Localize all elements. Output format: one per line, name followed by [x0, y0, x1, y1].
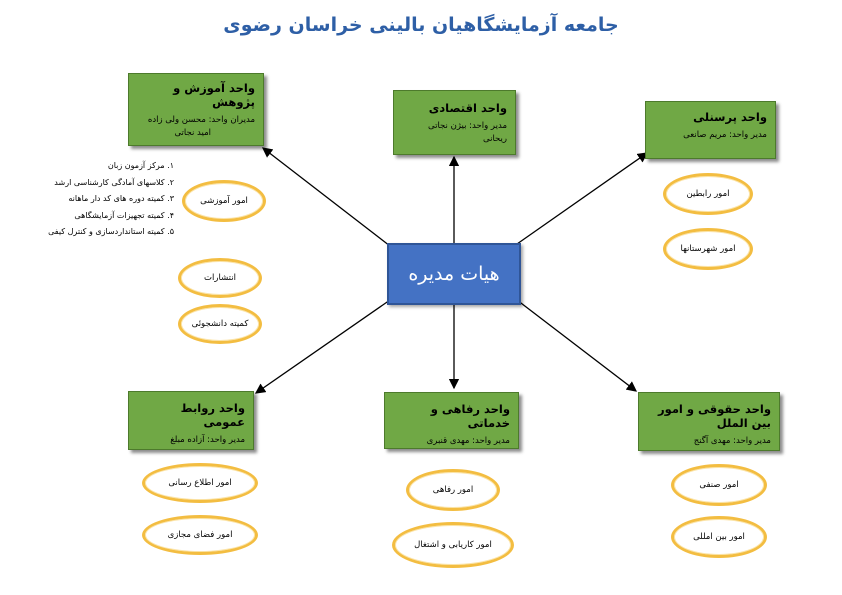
oval-virtual: امور فضای مجازی [142, 515, 258, 555]
unit-welfare-box: واحد رفاهی و خدماتی مدیر واحد: مهدی قنبر… [384, 392, 519, 449]
unit-title: واحد پرسنلی [693, 110, 767, 124]
unit-education-box: واحد آموزش و پژوهش مدیران واحد: محسن ولی… [128, 73, 264, 146]
arrow-to-personnel [516, 152, 649, 245]
unit-manager: مدیر واحد: مریم صانعی [683, 130, 767, 140]
oval-info: امور اطلاع رسانی [142, 463, 258, 503]
unit-pr-box: واحد روابط عمومی مدیر واحد: آزاده مبلغ [128, 391, 254, 450]
list-item: ۵. کمیته استانداردسازی و کنترل کیفی [48, 227, 174, 236]
unit-manager: مدیر واحد: بیژن نجاتی ریحانی [428, 121, 507, 144]
oval-student-committee: کمیته دانشجوئی [178, 304, 262, 344]
arrow-to-pr [254, 299, 391, 394]
unit-manager: مدیر واحد: آزاده مبلغ [170, 435, 245, 445]
arrow-to-legal [516, 299, 638, 392]
list-item: ۳. کمیته دوره های کد دار ماهانه [68, 194, 174, 203]
oval-employment: امور کاریابی و اشتغال [392, 522, 514, 568]
unit-title: واحد اقتصادی [428, 101, 507, 115]
board-of-directors-box: هیات مدیره [387, 243, 521, 305]
list-item: ۱. مرکز آزمون زبان [107, 161, 174, 170]
oval-publications: انتشارات [178, 258, 262, 298]
oval-international: امور بین امللی [671, 516, 767, 558]
unit-manager: مدیران واحد: محسن ولی زاده [147, 115, 255, 125]
unit-title: واحد رفاهی و خدماتی [430, 402, 510, 430]
unit-manager-2: امید نجاتی [174, 128, 211, 138]
unit-manager: مدیر واحد: مهدی آگنج [693, 436, 771, 446]
unit-title: واحد آموزش و پژوهش [173, 81, 255, 109]
unit-title: واحد حقوقی و امور بین الملل [657, 402, 771, 430]
oval-education-affairs: امور آموزشی [182, 180, 266, 222]
unit-economic-box: واحد اقتصادی مدیر واحد: بیژن نجاتی ریحان… [393, 90, 516, 155]
arrow-to-education [261, 147, 391, 247]
unit-title: واحد روابط عمومی [180, 401, 245, 429]
oval-liaisons: امور رابطین [663, 173, 753, 215]
list-item: ۴. کمیته تجهیزات آزمایشگاهی [74, 210, 174, 220]
board-label: هیات مدیره [408, 263, 500, 285]
list-item: ۲. کلاسهای آمادگی کارشناسی ارشد [54, 177, 174, 187]
oval-cities: امور شهرستانها [663, 228, 753, 270]
page-title: جامعه آزمایشگاهیان بالینی خراسان رضوی [223, 14, 619, 36]
education-committee-list: ۱. مرکز آزمون زبان ۲. کلاسهای آمادگی کار… [30, 158, 174, 241]
unit-legal-box: واحد حقوقی و امور بین الملل مدیر واحد: م… [638, 392, 780, 451]
oval-guild: امور صنفی [671, 464, 767, 506]
unit-personnel-box: واحد پرسنلی مدیر واحد: مریم صانعی [645, 101, 776, 159]
unit-manager: مدیر واحد: مهدی قنبری [426, 436, 510, 446]
oval-welfare-affairs: امور رفاهی [406, 469, 500, 511]
